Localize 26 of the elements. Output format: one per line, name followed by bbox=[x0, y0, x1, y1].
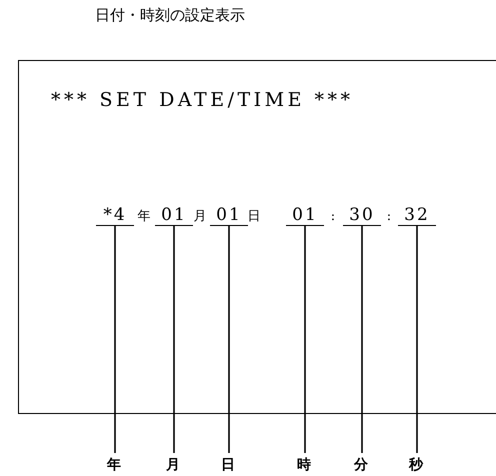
leader-line bbox=[173, 226, 175, 453]
date-field: 01 bbox=[155, 205, 193, 226]
date-field: 32 bbox=[398, 205, 436, 226]
separator-text: : bbox=[330, 208, 336, 226]
separator-text: 年 bbox=[136, 208, 152, 226]
leader-line bbox=[304, 226, 306, 453]
leader-line bbox=[416, 226, 418, 453]
screen-heading: *** SET DATE/TIME *** bbox=[51, 89, 354, 111]
title: 日付・時刻の設定表示 bbox=[95, 6, 245, 25]
leader-line bbox=[114, 226, 116, 453]
date-field: 30 bbox=[343, 205, 381, 226]
field-label: 秒 bbox=[404, 456, 428, 474]
date-field: 01 bbox=[286, 205, 324, 226]
leader-line bbox=[228, 226, 230, 453]
field-label: 分 bbox=[349, 456, 373, 474]
separator-text: : bbox=[386, 208, 392, 226]
field-label: 日 bbox=[216, 456, 240, 474]
field-label: 年 bbox=[102, 456, 126, 474]
leader-line bbox=[361, 226, 363, 453]
date-field: 01 bbox=[210, 205, 248, 226]
separator-text: 日 bbox=[246, 208, 262, 226]
screen-frame bbox=[18, 60, 496, 414]
field-label: 時 bbox=[292, 456, 316, 474]
separator-text: 月 bbox=[192, 208, 208, 226]
field-label: 月 bbox=[161, 456, 185, 474]
date-field: *4 bbox=[96, 205, 134, 226]
